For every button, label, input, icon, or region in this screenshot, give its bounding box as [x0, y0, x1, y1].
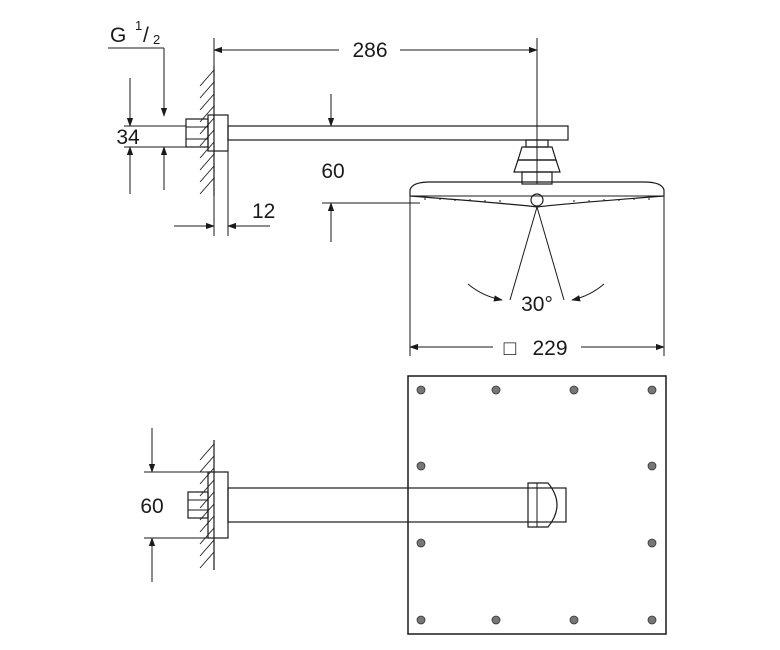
head-size-label: 229 — [532, 337, 567, 360]
shower-arm-side — [227, 125, 569, 141]
wall-connector-bottom — [187, 471, 229, 539]
dimension-60-drop: 60 — [321, 94, 420, 242]
arm-length-label: 286 — [352, 39, 387, 62]
thread-label-numerator: 1 — [135, 18, 142, 33]
head-drop-label: 60 — [321, 160, 344, 183]
dimension-12: 12 — [174, 151, 275, 236]
thread-label-main: G — [110, 24, 126, 47]
flange-depth-label: 12 — [252, 200, 275, 223]
dimension-34: 34 — [116, 78, 186, 194]
bottom-height-label: 60 — [140, 495, 163, 518]
shower-arm-plan — [227, 482, 567, 528]
tilt-angle-label: 30° — [521, 293, 553, 316]
thread-callout: G 1 / 2 — [108, 18, 168, 117]
head-size-symbol: □ — [504, 337, 517, 360]
wall-connector-top — [185, 114, 229, 152]
tilt-angle-indicator: 30° — [467, 206, 605, 316]
swivel-joint — [513, 139, 561, 185]
dimension-60-bottom: 60 — [140, 428, 208, 582]
wall-hatching-bottom — [199, 440, 215, 570]
dimension-286: 286 — [213, 38, 538, 147]
plate-fixing-points — [416, 385, 657, 625]
thread-label-slash: / — [143, 24, 149, 47]
plan-view: 60 — [140, 375, 667, 635]
thread-label-denominator: 2 — [153, 32, 160, 47]
shower-head-side — [409, 181, 665, 208]
dimension-229: □ 229 — [409, 196, 665, 360]
side-height-label: 34 — [116, 126, 140, 149]
nozzle-row — [424, 198, 650, 202]
wall-hatching-top — [199, 66, 215, 196]
side-elevation-view: 286 G 1 / 2 34 60 — [108, 18, 665, 360]
